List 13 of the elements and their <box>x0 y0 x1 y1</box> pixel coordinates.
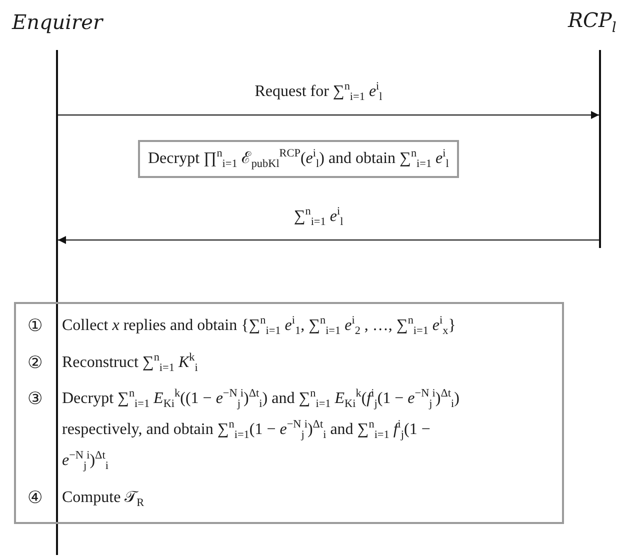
arrow <box>58 236 599 244</box>
lifeline <box>599 50 601 248</box>
participant-label: RCP$_{l}$ <box>568 8 616 32</box>
step-text: Collect x replies and obtain {∑$^{n}$$_{i=1}$ e$^{i}$$_{1}$, ∑$^{n}$$_{i=1}$ e$^{i}$$_{2}$ , …, ∑$^{n}$$_{i=1}$ e$^{i}$$_{x}$} <box>61 314 457 340</box>
lifeline <box>56 50 58 555</box>
arrow <box>58 111 599 119</box>
participant-label: Enquirer <box>12 10 103 34</box>
step-number: ① <box>28 315 42 337</box>
step-text: Compute 𝒯$_{R}$ <box>61 488 146 511</box>
step-number: ② <box>28 352 42 374</box>
steps-box <box>14 302 564 524</box>
step-number: ④ <box>28 486 42 508</box>
step-number: ③ <box>28 388 42 410</box>
